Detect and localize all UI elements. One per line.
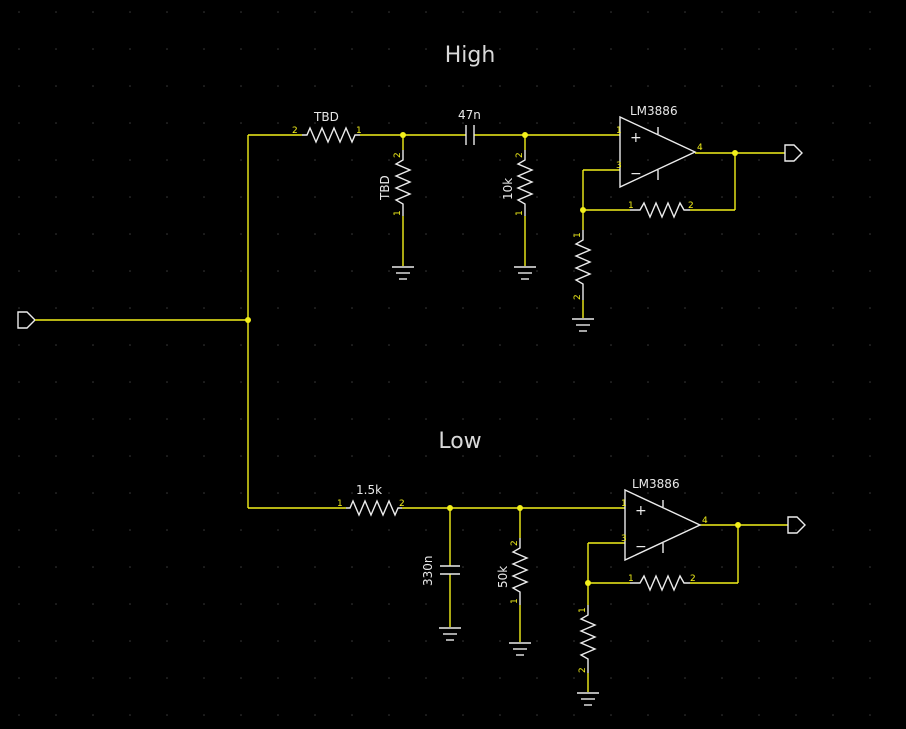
opamp-plus-sign: + bbox=[630, 130, 642, 146]
pin-label: 1 bbox=[393, 210, 403, 216]
low-gain-resistor[interactable] bbox=[579, 605, 597, 673]
high-shunt-resistor[interactable] bbox=[394, 150, 412, 216]
pin-label: 1 bbox=[510, 598, 520, 604]
high-wires bbox=[360, 132, 785, 318]
low-series-resistor[interactable] bbox=[346, 499, 402, 517]
opamp-minus-sign: − bbox=[630, 166, 642, 182]
input-wires bbox=[35, 134, 346, 509]
low-feedback-resistor[interactable] bbox=[630, 574, 690, 592]
low-capacitor[interactable] bbox=[440, 565, 460, 575]
high-series-resistor-value: TBD bbox=[313, 110, 339, 124]
pin-label: 2 bbox=[690, 574, 696, 584]
pin-label: 1 bbox=[515, 210, 525, 216]
high-input-resistor-value: 10k bbox=[501, 178, 515, 200]
pin-label: 1 bbox=[628, 201, 634, 211]
input-port[interactable] bbox=[17, 311, 36, 329]
pin-label: 1 bbox=[356, 126, 362, 136]
pin-label: 1 bbox=[578, 607, 588, 613]
low-section-title: Low bbox=[438, 429, 481, 454]
ground-icon bbox=[392, 266, 414, 280]
pin-label: 1 bbox=[621, 499, 627, 509]
pin-label: 3 bbox=[616, 161, 622, 171]
pin-label: 2 bbox=[578, 667, 588, 673]
low-capacitor-value: 330n bbox=[421, 555, 435, 586]
pin-label: 2 bbox=[515, 152, 525, 158]
ground-icon bbox=[577, 692, 599, 706]
high-capacitor[interactable] bbox=[465, 125, 475, 145]
low-series-resistor-value: 1.5k bbox=[356, 483, 382, 497]
low-input-resistor[interactable] bbox=[511, 538, 529, 605]
pin-label: 3 bbox=[621, 534, 627, 544]
high-section-title: High bbox=[445, 43, 496, 68]
high-output-port[interactable] bbox=[784, 144, 803, 162]
pin-label: 2 bbox=[292, 126, 298, 136]
ground-icon bbox=[514, 266, 536, 280]
high-capacitor-value: 47n bbox=[458, 108, 481, 122]
low-output-port[interactable] bbox=[787, 516, 806, 534]
high-feedback-resistor[interactable] bbox=[630, 201, 690, 219]
pin-label: 2 bbox=[573, 294, 583, 300]
opamp-minus-sign: − bbox=[635, 539, 647, 555]
pin-label: 1 bbox=[573, 232, 583, 238]
ground-icon bbox=[439, 627, 461, 641]
pin-label: 2 bbox=[393, 152, 403, 158]
low-input-resistor-value: 50k bbox=[496, 566, 510, 588]
pin-label: 2 bbox=[510, 540, 520, 546]
pin-label: 1 bbox=[337, 499, 343, 509]
high-shunt-resistor-value: TBD bbox=[378, 175, 392, 201]
pin-label: 2 bbox=[688, 201, 694, 211]
low-wires bbox=[402, 505, 788, 692]
pin-label: 4 bbox=[697, 143, 703, 153]
high-series-resistor[interactable] bbox=[302, 126, 360, 144]
high-opamp[interactable] bbox=[619, 115, 697, 189]
low-opamp-label: LM3886 bbox=[632, 477, 680, 491]
high-input-resistor[interactable] bbox=[516, 150, 534, 216]
high-gain-resistor[interactable] bbox=[574, 230, 592, 300]
high-opamp-label: LM3886 bbox=[630, 104, 678, 118]
ground-icon bbox=[509, 642, 531, 656]
pin-label: 2 bbox=[399, 499, 405, 509]
pin-label: 4 bbox=[702, 516, 708, 526]
pin-label: 1 bbox=[616, 126, 622, 136]
pin-label: 1 bbox=[628, 574, 634, 584]
ground-icon bbox=[572, 318, 594, 332]
opamp-plus-sign: + bbox=[635, 503, 647, 519]
low-opamp[interactable] bbox=[624, 488, 702, 562]
